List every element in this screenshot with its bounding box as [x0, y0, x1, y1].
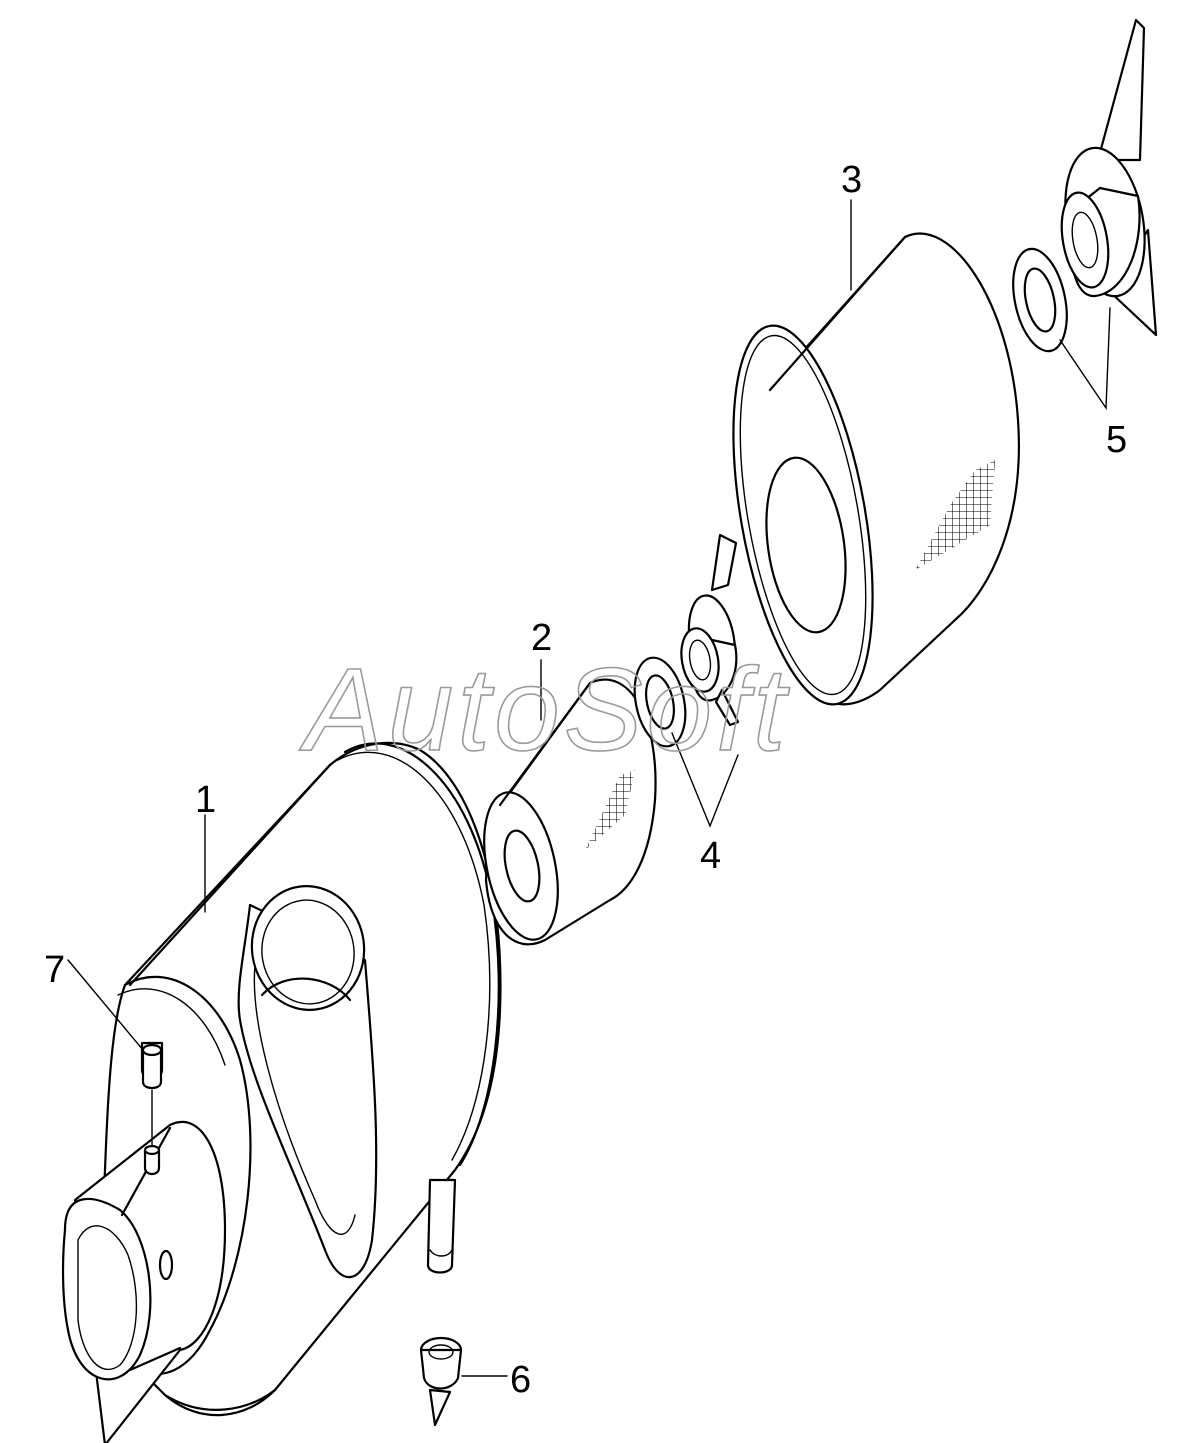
callout-7: 7 [44, 949, 65, 991]
leader-7 [67, 959, 144, 1051]
part-2-safety-filter [483, 678, 657, 946]
part-5-wing-nut-large [1012, 18, 1158, 353]
callout-4: 4 [700, 835, 721, 877]
leader-4 [671, 732, 739, 828]
part-4-wing-nut-small [633, 533, 740, 748]
part-1-housing [61, 741, 502, 1443]
callout-labels: 1 2 3 4 5 6 7 [44, 159, 1127, 1401]
leader-5 [1059, 307, 1111, 411]
part-3-main-filter [732, 232, 1020, 706]
callout-6: 6 [510, 1359, 531, 1401]
callout-2: 2 [531, 617, 552, 659]
callout-1: 1 [195, 779, 216, 821]
part-6-dust-valve [419, 1336, 463, 1427]
watermark-text: AutoSoft [299, 644, 790, 776]
callout-3: 3 [841, 159, 862, 201]
part-7-indicator-pin [141, 1043, 163, 1176]
callout-5: 5 [1106, 419, 1127, 461]
leader-lines [67, 199, 1111, 1377]
